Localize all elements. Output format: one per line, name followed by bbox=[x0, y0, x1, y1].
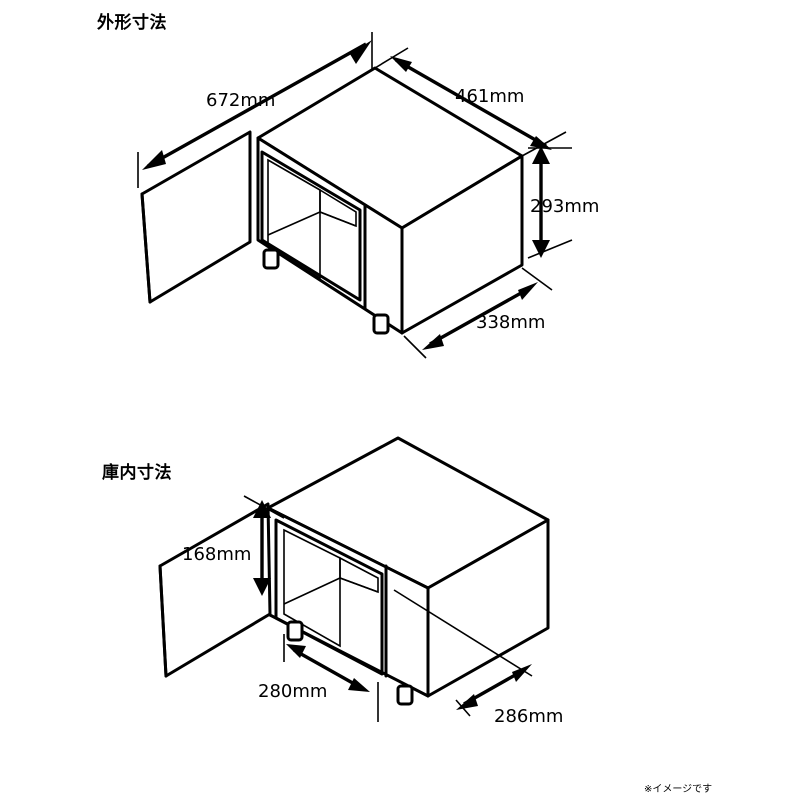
inner-depth-dimension-arrow bbox=[393, 589, 533, 717]
outer-height-label: 293mm bbox=[530, 196, 599, 217]
outer-dimensions-title: 外形寸法 bbox=[97, 13, 167, 33]
image-disclaimer-note: ※イメージです bbox=[644, 784, 713, 795]
outer-width-label: 672mm bbox=[206, 90, 275, 111]
outer-door-clearance-label: 338mm bbox=[476, 312, 545, 333]
inner-width-label: 280mm bbox=[258, 681, 327, 702]
outer-depth-label: 461mm bbox=[455, 86, 524, 107]
inner-microwave-drawing bbox=[158, 436, 550, 706]
inner-width-dimension-arrow bbox=[283, 634, 379, 722]
inner-height-dimension-arrow bbox=[243, 495, 285, 596]
outer-width-dimension-arrow bbox=[137, 32, 373, 188]
inner-height-label: 168mm bbox=[182, 544, 251, 565]
inner-dimensions-title: 庫内寸法 bbox=[102, 463, 172, 483]
inner-depth-label: 286mm bbox=[494, 706, 563, 727]
outer-depth-dimension-arrow bbox=[374, 47, 567, 157]
outer-microwave-drawing bbox=[140, 66, 524, 335]
outer-height-dimension-arrow bbox=[527, 146, 573, 259]
outer-door-clearance-dimension-arrow bbox=[403, 267, 553, 359]
